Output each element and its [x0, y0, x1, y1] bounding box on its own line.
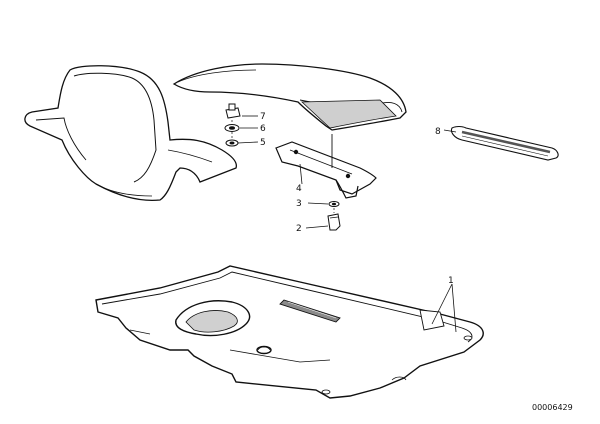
- callout-1: 1: [448, 276, 454, 286]
- callout-7: 7: [260, 112, 266, 122]
- document-number: 00006429: [532, 403, 573, 412]
- callout-3: 3: [296, 199, 302, 209]
- callout-6: 6: [260, 124, 266, 134]
- leader-lines: [237, 115, 457, 333]
- callout-labels: 1 2 3 4 5 6 7 8: [260, 112, 454, 286]
- callout-5: 5: [260, 138, 266, 148]
- rear-shelf-panel: [172, 63, 407, 131]
- bracket-part: [275, 134, 377, 199]
- floor-carpet: [95, 265, 484, 399]
- callout-2: 2: [296, 224, 302, 234]
- trim-strip: [450, 125, 559, 161]
- callout-4: 4: [296, 184, 302, 194]
- clip-and-washer: [327, 201, 341, 231]
- side-trim-panel: [24, 65, 238, 202]
- callout-8: 8: [435, 127, 441, 137]
- fastener-stack: [224, 103, 241, 147]
